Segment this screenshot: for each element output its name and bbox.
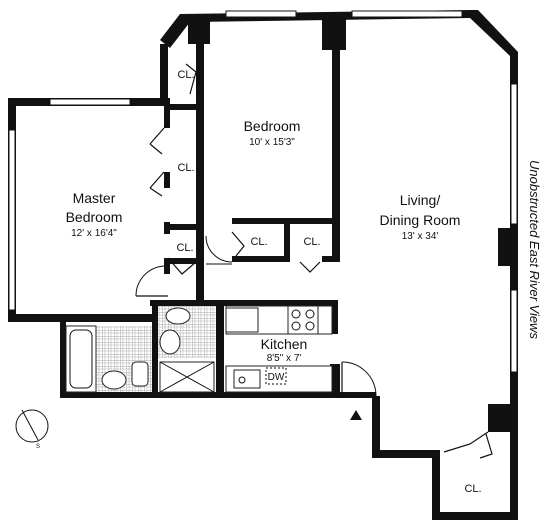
compass-south: S [36, 444, 40, 450]
living-name-2: Dining Room [380, 212, 461, 228]
master-bedroom-dims: 12' x 16'4" [71, 228, 117, 239]
view-note: Unobstructed East River Views [527, 160, 542, 339]
kitchen-dims: 8'5" x 7' [267, 353, 302, 364]
living-dims: 13' x 34' [402, 231, 439, 242]
entry-arrow [350, 410, 362, 420]
closet-label-2: CL. [177, 162, 194, 174]
closet-label-4: CL. [250, 236, 267, 248]
windows [8, 10, 518, 373]
bedroom-name: Bedroom [244, 118, 301, 134]
doors [135, 63, 493, 459]
dishwasher [265, 367, 287, 385]
closet-label-6: CL. [464, 483, 481, 495]
bedroom-dims: 10' x 15'3" [249, 137, 295, 148]
closet-label-5: CL. [303, 236, 320, 248]
living-name-1: Living/ [400, 192, 441, 208]
master-bedroom-name-1: Master [73, 190, 116, 206]
compass: S [15, 409, 49, 450]
closet-label-1: CL. [177, 69, 194, 81]
closet-label-3: CL. [176, 242, 193, 254]
kitchen-name: Kitchen [261, 336, 308, 352]
master-bedroom-name-2: Bedroom [66, 209, 123, 225]
bathroom-fixtures [65, 306, 216, 393]
dishwasher-label: DW [268, 372, 285, 383]
kitchen-fixtures [225, 305, 333, 393]
walls [8, 10, 518, 520]
